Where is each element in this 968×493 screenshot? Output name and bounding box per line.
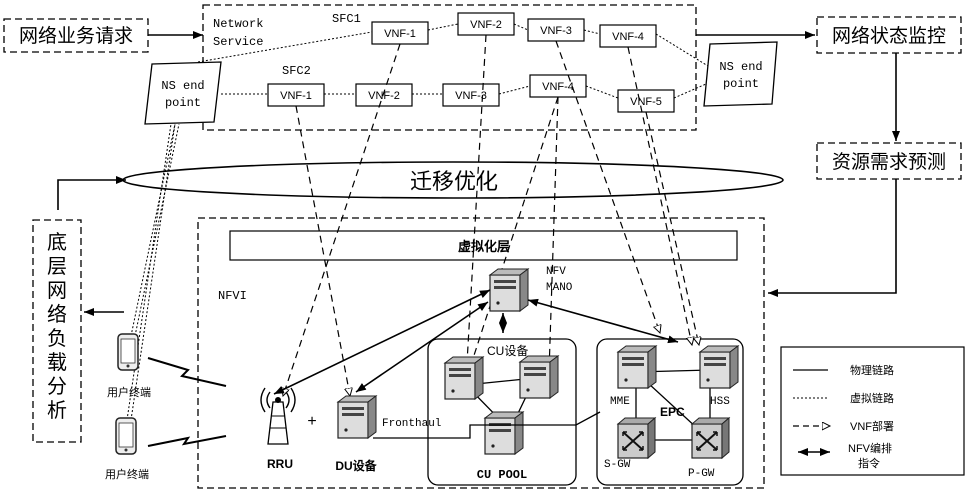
analysis-to-migration-arrow: [58, 180, 126, 210]
legend-virtual-label: 虚拟链路: [850, 391, 894, 405]
cu-device-label: CU设备: [487, 344, 528, 358]
terminal-virtual-links: [127, 124, 179, 420]
user-terminal-2-icon: [116, 418, 136, 454]
svg-text:VNF-3: VNF-3: [540, 25, 572, 37]
user-terminal-1-label: 用户终端: [107, 385, 151, 399]
sfc2-vnf-2: VNF-2: [356, 84, 412, 106]
svg-text:网: 网: [47, 280, 67, 302]
virtualization-layer-label: 虚拟化层: [458, 239, 510, 254]
svg-text:VNF-4: VNF-4: [612, 31, 644, 43]
nfvi-label: NFVI: [218, 289, 247, 303]
svg-text:载: 载: [47, 351, 67, 374]
legend-deploy-label: VNF部署: [850, 419, 894, 433]
sfc2-label: SFC2: [282, 64, 311, 78]
svg-text:分: 分: [47, 375, 67, 398]
sgw-switch-icon: [618, 418, 655, 458]
user-terminal-2-label: 用户终端: [105, 467, 149, 481]
epc-label: EPC: [660, 405, 685, 419]
pgw-switch-icon: [692, 418, 729, 458]
cu-server-3-icon: [485, 412, 523, 454]
ns-endpoint-left: [145, 62, 221, 124]
sfc1-vnf-1: VNF-1: [372, 22, 428, 44]
user-terminal-1-icon: [118, 334, 138, 370]
svg-text:底: 底: [47, 231, 67, 254]
rru-antenna-icon: [261, 388, 295, 444]
ns-title-1: Network: [213, 17, 263, 31]
svg-text:络: 络: [47, 303, 67, 326]
hss-server-icon: [700, 346, 738, 388]
ns-endpoint-left-2: point: [165, 96, 201, 110]
cu-server-2-icon: [520, 356, 558, 398]
rru-label: RRU: [267, 457, 293, 471]
sgw-label: S-GW: [604, 459, 631, 471]
svg-text:析: 析: [47, 399, 67, 422]
ns-endpoint-right-1: NS end: [719, 60, 762, 74]
sfc2-vnf-5: VNF-5: [618, 90, 674, 112]
svg-text:VNF-4: VNF-4: [542, 81, 574, 93]
svg-text:负: 负: [47, 327, 67, 350]
request-label: 网络业务请求: [19, 25, 133, 47]
migration-label: 迁移优化: [410, 169, 498, 194]
svg-text:VNF-5: VNF-5: [630, 96, 662, 108]
wireless-links: [148, 358, 226, 446]
monitor-label: 网络状态监控: [832, 25, 946, 47]
svg-text:层: 层: [47, 256, 67, 278]
svg-text:VNF-2: VNF-2: [470, 19, 502, 31]
sfc1-vnf-3: VNF-3: [528, 19, 584, 41]
mme-label: MME: [610, 396, 630, 408]
hss-label: HSS: [710, 396, 730, 408]
legend-physical-label: 物理链路: [850, 363, 894, 377]
sfc2-vnf-3: VNF-3: [443, 84, 499, 106]
legend-orchestrate-label-2: 指令: [858, 456, 880, 470]
sfc1-vnf-2: VNF-2: [458, 13, 514, 35]
fronthaul-label: Fronthaul: [382, 418, 441, 430]
sfc2-vnf-4: VNF-4: [530, 75, 586, 97]
ns-endpoint-right-2: point: [723, 77, 759, 91]
ns-endpoint-right: [704, 42, 777, 106]
sfc1-label: SFC1: [332, 12, 361, 26]
mme-server-icon: [618, 346, 656, 388]
cu-pool-label: CU POOL: [477, 468, 527, 482]
analysis-label: 底 层 网 络 负 载 分 析: [47, 231, 67, 422]
svg-text:VNF-1: VNF-1: [384, 28, 416, 40]
mano-server-icon: [490, 269, 528, 311]
ns-endpoint-left-1: NS end: [161, 79, 204, 93]
legend-orchestrate-label-1: NFV编排: [848, 441, 892, 455]
sfc1-vnf-4: VNF-4: [600, 25, 656, 47]
sfc2-vnf-1: VNF-1: [268, 84, 324, 106]
ns-title-2: Service: [213, 35, 263, 49]
predict-to-nfvi-arrow: [768, 179, 896, 293]
mano-label-2: MANO: [546, 282, 573, 294]
pgw-label: P-GW: [688, 468, 715, 480]
du-server-icon: [338, 396, 376, 438]
cu-server-1-icon: [445, 357, 483, 399]
mano-label-1: NFV: [546, 266, 566, 278]
du-label: DU设备: [335, 458, 377, 473]
predict-label: 资源需求预测: [832, 151, 946, 173]
plus-sign: +: [307, 413, 316, 430]
svg-text:VNF-1: VNF-1: [280, 90, 312, 102]
